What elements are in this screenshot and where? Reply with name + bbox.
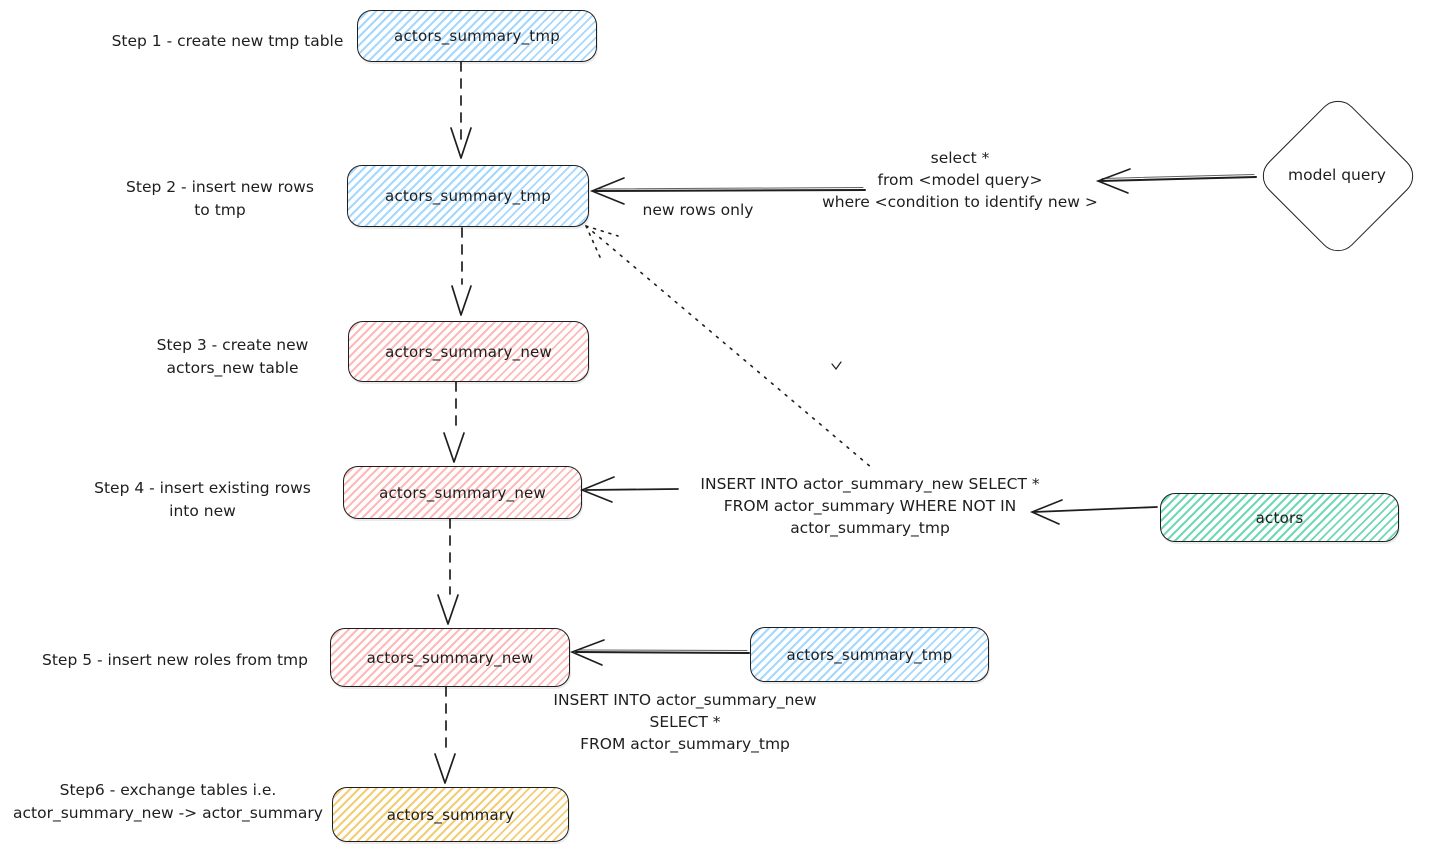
arrow-step4-to-step5-head — [437, 594, 459, 625]
arrow-step5-to-step6-head — [434, 753, 456, 784]
annotation-insert-new-sql: INSERT INTO actor_summary_new SELECT * F… — [553, 691, 817, 753]
arrow-step3-to-step4-head — [443, 432, 465, 463]
step1-label: Step 1 - create new tmp table — [111, 32, 344, 50]
arrow-newrows-to-step2-head — [589, 177, 625, 205]
arrow-tmp-to-step5 — [575, 651, 750, 654]
annotation-insert-existing-sql: INSERT INTO actor_summary_new SELECT * F… — [700, 475, 1040, 537]
arrow-step1-to-step2-head — [450, 127, 472, 159]
arrow-tmp-to-step5-head — [569, 639, 605, 666]
dotted-arrow-sql-to-step2 — [585, 225, 873, 469]
node-step5-text: actors_summary_new — [366, 648, 534, 667]
node-actors-text: actors — [1255, 508, 1304, 527]
node-step1-text: actors_summary_tmp — [394, 27, 560, 45]
arrow-sql-to-step4 — [585, 488, 679, 491]
node-step6-actors-summary: actors_summary — [332, 787, 569, 842]
annotation-new-rows-only: new rows only — [642, 201, 754, 219]
node-step4-actors-summary-new: actors_summary_new — [343, 466, 582, 519]
arrow-step2-to-step3-head — [451, 285, 472, 316]
node-tmp-source-text: actors_summary_tmp — [786, 645, 953, 664]
annotation-model-sql: select * from <model query> where <condi… — [822, 149, 1098, 211]
arrow-sql-to-step4-head — [579, 476, 615, 503]
dotted-arrow-sql-to-step2-head — [585, 225, 619, 258]
node-step2-actors-summary-tmp: actors_summary_tmp — [347, 165, 589, 227]
stray-mark — [831, 361, 842, 370]
node-step3-text: actors_summary_new — [385, 342, 552, 361]
node-step4-text: actors_summary_new — [379, 483, 546, 502]
node-model-query-label: model query — [1288, 166, 1386, 184]
node-step1-actors-summary-tmp: actors_summary_tmp — [357, 10, 597, 62]
node-actors-summary-tmp-source: actors_summary_tmp — [750, 627, 989, 682]
node-step5-actors-summary-new: actors_summary_new — [330, 628, 570, 687]
node-step2-text: actors_summary_tmp — [385, 187, 551, 205]
node-actors: actors — [1160, 493, 1399, 542]
node-step3-actors-summary-new: actors_summary_new — [348, 321, 589, 382]
step6-label: Step6 - exchange tables i.e.actor_summar… — [13, 781, 323, 822]
arrow-tmp-to-step5-2 — [577, 649, 748, 651]
step5-label: Step 5 - insert new roles from tmp — [42, 651, 308, 669]
node-step6-text: actors_summary — [386, 805, 515, 824]
